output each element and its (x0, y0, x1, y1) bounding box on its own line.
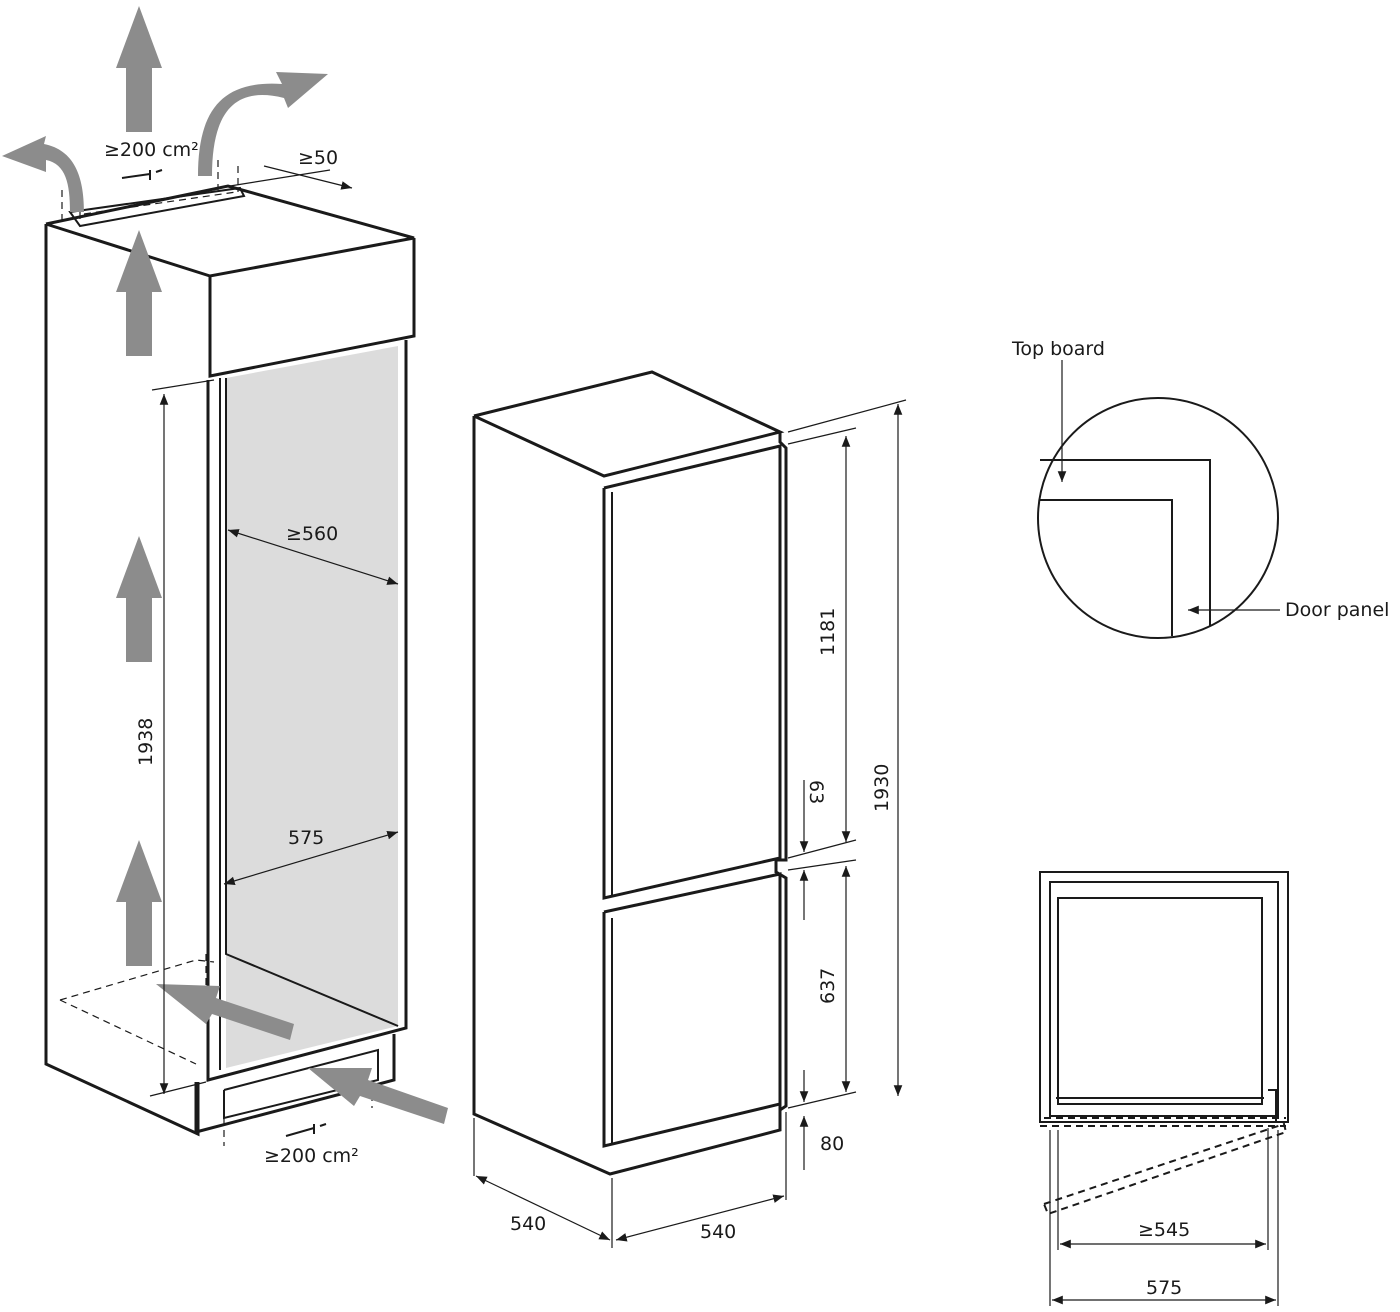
appliance-dimensions (473, 399, 907, 1248)
vent-symbol-bottom (285, 1123, 327, 1137)
plan-width-label: 575 (1146, 1277, 1182, 1299)
airflow-arrows (2, 6, 448, 1124)
airflow-up-arrow-middle (116, 536, 162, 662)
plinth-label: 80 (820, 1133, 844, 1155)
niche-width-label: ≥560 (286, 523, 338, 545)
appliance (472, 370, 788, 1176)
plan-min-width-label: ≥545 (1138, 1219, 1190, 1241)
niche-dimensions (149, 165, 399, 1097)
niche-height-label: 1938 (135, 718, 157, 766)
airflow-up-arrow-top (116, 6, 162, 132)
airflow-in-arrow-upper (156, 984, 294, 1040)
lower-door-label: 637 (817, 968, 839, 1004)
airflow-curved-arrow-left (2, 136, 84, 212)
door-panel-label: Door panel (1285, 599, 1389, 621)
gap-top-label: ≥50 (298, 147, 338, 169)
vent-top-label: ≥200 cm² (104, 139, 199, 161)
width-front-label: 540 (700, 1221, 736, 1243)
niche-depth-label: 575 (288, 827, 324, 849)
airflow-curved-arrow-right (198, 72, 328, 176)
airflow-in-arrow-lower (308, 1068, 448, 1124)
detail-view (1037, 360, 1280, 639)
plan-view (1039, 871, 1289, 1306)
top-board-label: Top board (1011, 338, 1105, 360)
airflow-up-arrow-upper (116, 230, 162, 356)
vent-bottom-label: ≥200 cm² (264, 1145, 359, 1167)
depth-left-label: 540 (510, 1213, 546, 1235)
niche-interior (226, 346, 398, 1068)
middle-gap-label: 63 (805, 780, 827, 804)
vent-symbol-top (121, 169, 163, 180)
upper-door-label: 1181 (817, 608, 839, 656)
airflow-up-arrow-lower (116, 840, 162, 966)
niche-cabinet (44, 160, 416, 1146)
appliance-height-label: 1930 (871, 764, 893, 812)
